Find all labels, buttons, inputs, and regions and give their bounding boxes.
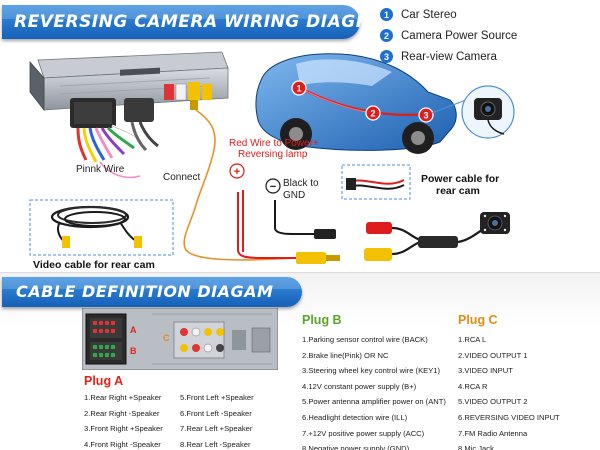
black-gnd-label-line2: GND [283, 190, 306, 201]
list-item: 3.VIDEO INPUT [458, 366, 513, 376]
wiring-harness [70, 98, 159, 163]
list-item: 3.Front Right +Speaker [84, 424, 163, 434]
list-item: 4.12V constant power supply (B+) [302, 381, 417, 391]
list-item: 4.RCA R [458, 381, 488, 391]
legend-number: 2 [380, 29, 393, 42]
camera-cable [364, 222, 489, 261]
list-item: 5.Front Left +Speaker [180, 393, 254, 402]
legend-text: Car Stereo [401, 8, 457, 21]
stereo-rca-plugs [164, 82, 212, 110]
list-item: 2.VIDEO OUTPUT 1 [458, 350, 528, 360]
car-illustration [255, 53, 457, 154]
list-item: 7.FM Radio Antenna [458, 428, 528, 438]
list-item: 5.VIDEO OUTPUT 2 [458, 397, 528, 407]
list-item: 8.Mic Jack [458, 444, 494, 450]
car-marker-2: 2 [365, 105, 381, 121]
black-gnd-label-line1: Black to [283, 178, 319, 189]
power-cable-box [341, 164, 411, 200]
panel-label-c: C [163, 333, 170, 343]
power-cable-label-line1: Power cable for [421, 173, 500, 185]
yellow-rca-plug [296, 252, 326, 264]
connect-label: Connect [163, 172, 201, 183]
legend-item: 1 Car Stereo [380, 4, 595, 25]
video-cable-box [29, 199, 174, 256]
legend-item: 2 Camera Power Source [380, 25, 595, 46]
minus-symbol: − [265, 178, 281, 194]
svg-text:−: − [270, 181, 276, 193]
list-item: 3.Steering wheel key control wire (KEY1) [302, 366, 441, 376]
plus-symbol: + [229, 163, 245, 179]
list-item: 6.REVERSING VIDEO INPUT [458, 412, 560, 422]
list-item: 4.Front Right -Speaker [84, 439, 161, 449]
panel-label-a: A [130, 325, 137, 335]
wiring-diagram-title: REVERSING CAMERA WIRING DIAGRAM [2, 5, 400, 39]
pink-wire-label: Pinnk Wire [76, 164, 125, 175]
video-cable-coil [50, 205, 142, 248]
car-marker-3: 3 [418, 107, 434, 123]
svg-text:1: 1 [296, 84, 301, 94]
list-item: 8.Rear Left -Speaker [180, 439, 251, 449]
plug-a-list-left: 1.Rear Right +Speaker 2.Rear Right -Spea… [84, 390, 163, 450]
list-item: 1.Rear Right +Speaker [84, 393, 162, 402]
connect-wire [183, 109, 297, 261]
list-item: 5.Power antenna amplifier power on (ANT) [302, 397, 446, 407]
rear-camera [480, 212, 510, 234]
list-item: 1.RCA L [458, 335, 487, 344]
red-power-wire [237, 190, 296, 259]
list-item: 6.Headlight detection wire (ILL) [302, 412, 408, 422]
list-item: 2.Rear Right -Speaker [84, 408, 160, 418]
legend-text: Camera Power Source [401, 29, 518, 42]
plug-a-list-right: 5.Front Left +Speaker 6.Front Left -Spea… [180, 390, 254, 450]
stereo-back-panel: A B C [82, 308, 278, 370]
black-gnd-wire [274, 200, 315, 235]
list-item: 1.Parking sensor control wire (BACK) [302, 335, 428, 344]
legend-number: 3 [380, 50, 393, 63]
list-item: 7.Rear Left +Speaker [180, 424, 253, 434]
legend-text: Rear-view Camera [401, 50, 497, 63]
list-item: 8.Negative power supply (GND) [302, 444, 410, 450]
legend-item: 3 Rear-view Camera [380, 46, 595, 67]
svg-text:3: 3 [423, 111, 428, 121]
panel-label-b: B [130, 346, 137, 356]
plug-a-title: Plug A [84, 374, 124, 388]
dc-plug [314, 229, 336, 239]
legend: 1 Car Stereo 2 Camera Power Source 3 Rea… [380, 4, 595, 67]
red-wire-label-line2: Reversing lamp [238, 149, 308, 160]
plug-b-list: 1.Parking sensor control wire (BACK) 2.B… [302, 332, 446, 450]
legend-number: 1 [380, 8, 393, 21]
list-item: 6.Front Left -Speaker [180, 408, 252, 418]
red-wire-label-line1: Red Wire to Power+ [229, 138, 319, 149]
pink-wire [99, 161, 141, 179]
list-item: 2.Brake line(Pink) OR NC [302, 350, 389, 360]
plug-c-title: Plug C [458, 313, 498, 327]
svg-text:+: + [234, 166, 240, 178]
wiring-diagram: 1 2 3 + − [29, 51, 515, 264]
svg-text:2: 2 [370, 109, 375, 119]
cable-definition-title: CABLE DEFINITION DIAGAM [2, 277, 302, 307]
car-marker-1: 1 [291, 80, 307, 96]
power-cable [346, 178, 405, 190]
list-item: 7.+12V positive power supply (ACC) [302, 428, 425, 438]
video-cable-label: Video cable for rear cam [33, 259, 155, 271]
plug-b-title: Plug B [302, 313, 342, 327]
plug-c-list: 1.RCA L 2.VIDEO OUTPUT 1 3.VIDEO INPUT 4… [458, 332, 560, 450]
camera-inset [431, 85, 515, 139]
power-cable-label-line2: rear cam [436, 185, 480, 197]
